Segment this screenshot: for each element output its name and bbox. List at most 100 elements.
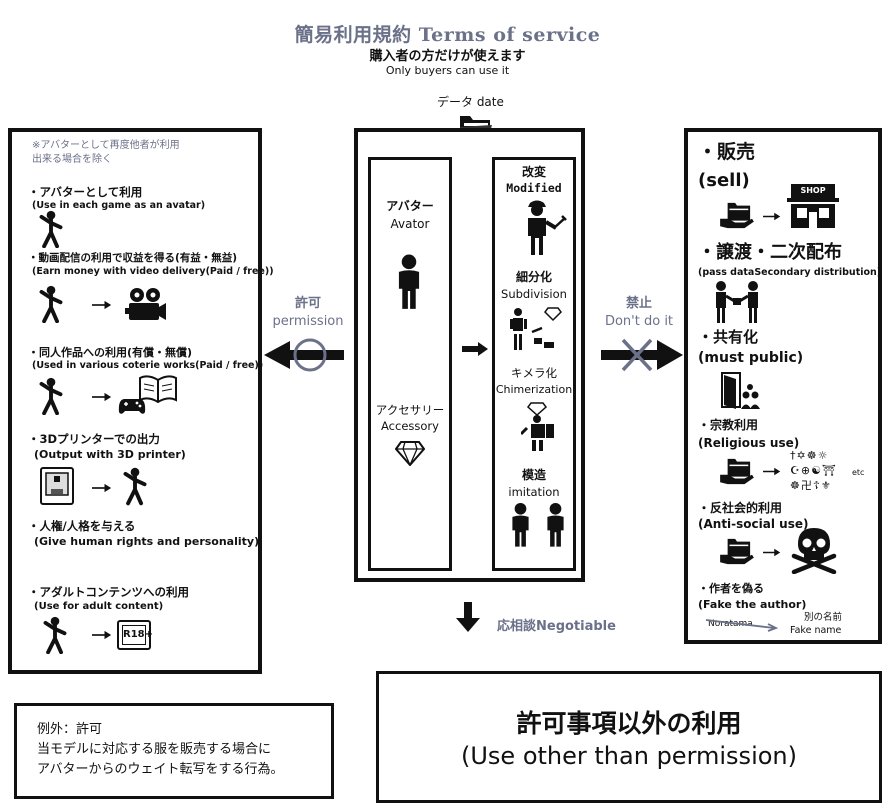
door-people-icon: [720, 371, 760, 411]
arrow-right-icon: [92, 630, 112, 640]
parts-icon: [508, 306, 568, 356]
dancer-icon: [42, 616, 68, 654]
transfer-title: ・譲渡・二次配布: [698, 242, 842, 263]
item-coterie: ・同人作品への利用(有償・無償): [28, 346, 193, 359]
permission-label-jp: 許可: [294, 296, 321, 311]
prohibit-arrow-icon: [601, 336, 683, 374]
skull-icon: [790, 526, 838, 574]
dancer-icon: [38, 210, 64, 248]
item-adult-en: (Use for adult content): [34, 601, 164, 612]
fake-author-title-en: (Fake the author): [698, 598, 807, 611]
avatar-column: [368, 157, 452, 571]
share-title: ・共有化: [698, 328, 759, 346]
fake-name-en: Fake name: [790, 625, 842, 636]
book-icon: [138, 372, 178, 406]
accessory-label-jp: アクセサリー: [375, 403, 445, 417]
subtitle-en: Only buyers can use it: [385, 64, 510, 77]
page-title: 簡易利用規約 Terms of service: [294, 24, 601, 46]
note-line-1: ※アバターとして再度他者が利用: [32, 140, 180, 151]
item-3d-printer: ・3Dプリンターでの出力: [28, 432, 160, 446]
item-avatar-use-en: (Use in each game as an avatar): [32, 200, 206, 211]
exception-box: 例外：許可 当モデルに対応する服を販売する場合に アバターからのウェイト転写をす…: [14, 703, 334, 799]
dancer-icon: [38, 285, 64, 323]
sell-title: ・販売: [698, 141, 756, 163]
arrow-right-icon: [92, 300, 112, 310]
prohibit-label-en: Don't do it: [604, 314, 674, 329]
accessory-label-en: Accessory: [381, 419, 439, 433]
permission-label-en: permission: [272, 314, 344, 329]
avatar-label-en: Avator: [390, 217, 430, 231]
other-use-en: (Use other than permission): [461, 742, 797, 770]
gamepad-icon: [118, 396, 146, 416]
transfer-title-en: (pass dataSecondary distribution): [698, 267, 882, 278]
r18-label: R18+: [122, 625, 153, 645]
item-adult: ・アダルトコンテンツへの利用: [28, 585, 189, 599]
religious-symbols-icon: †✡☸☼☪⊕☯⛩☸卍☦⚜: [790, 449, 837, 492]
item-video-delivery: ・動画配信の利用で収益を得る(有益・無益): [28, 252, 238, 264]
arrow-right-icon: [92, 392, 112, 402]
arrow-right-icon: [763, 212, 781, 221]
chimera-label-en: Chimerization: [495, 383, 573, 396]
note-line-2: 出来る場合を除く: [32, 154, 112, 165]
modified-label-en: Modified: [506, 181, 562, 195]
avatar-label-jp: アバター: [386, 199, 434, 213]
item-human-rights: ・人権/人格を与える: [28, 519, 136, 533]
shop-label: SHOP: [800, 186, 826, 195]
down-arrow-icon: [456, 602, 480, 632]
person-icon: [507, 502, 534, 548]
item-avatar-use: ・アバターとして利用: [28, 185, 143, 199]
panel-note: ※アバターとして再度他者が利用 出来る場合を除く: [32, 139, 180, 167]
arrow-right-icon: [763, 467, 781, 476]
subdivision-label-en: Subdivision: [501, 287, 567, 301]
handover-icon: [714, 280, 760, 324]
negotiable-label: 応相談Negotiable: [497, 619, 616, 634]
imitation-label-jp: 模造: [521, 468, 546, 482]
sell-title-en: (sell): [698, 170, 750, 191]
share-title-en: (must public): [698, 350, 804, 366]
prohibited-panel: [684, 128, 882, 644]
permission-arrow-icon: [264, 338, 348, 372]
item-video-delivery-en: (Earn money with video delivery(Paid / f…: [32, 266, 274, 277]
religious-title-en: (Religious use): [698, 436, 800, 450]
video-camera-icon: [125, 286, 167, 324]
arrow-right-icon: [763, 548, 781, 557]
antisocial-title: ・反社会的利用: [698, 501, 783, 515]
fake-author-title: ・作者を偽る: [698, 582, 764, 595]
r18-badge: R18+: [117, 620, 153, 650]
imitation-label-en: imitation: [508, 485, 560, 499]
religious-etc: etc: [852, 468, 865, 477]
hand-folder-icon: [718, 456, 756, 486]
exception-line-2: 当モデルに対応する服を販売する場合に: [37, 742, 272, 757]
item-coterie-en: (Used in various coterie works(Paid / fr…: [32, 360, 264, 371]
chimera-label-jp: キメラ化: [511, 366, 557, 380]
other-use-box: 許可事項以外の利用 (Use other than permission): [376, 671, 882, 803]
data-label: データ date: [437, 95, 504, 109]
prohibit-label-jp: 禁止: [625, 296, 652, 311]
3d-printer-icon: [40, 467, 74, 505]
item-human-rights-en: (Give human rights and personality): [34, 535, 260, 548]
original-name-struck: Noratama: [708, 619, 753, 629]
strike-line-icon: [704, 616, 788, 632]
shop-icon: SHOP: [785, 180, 841, 230]
diamond-icon: [395, 440, 425, 466]
arrow-right-icon: [92, 483, 112, 493]
person-icon: [542, 502, 569, 548]
item-3d-printer-en: (Output with 3D printer): [34, 448, 186, 461]
worker-icon: [518, 198, 568, 256]
dancer-icon: [38, 377, 64, 415]
fake-name-jp: 別の名前: [804, 612, 843, 623]
subtitle-jp: 購入者の方だけが使えます: [369, 49, 526, 64]
dancer-icon: [122, 466, 148, 506]
center-arrow-icon: [462, 342, 488, 356]
antisocial-title-en: (Anti-social use): [698, 517, 809, 531]
chimera-icon: [521, 402, 557, 452]
exception-line-1: 例外：許可: [37, 722, 103, 737]
religious-title: ・宗教利用: [698, 418, 759, 432]
hand-folder-icon: [718, 536, 756, 566]
exception-line-3: アバターからのウェイト転写をする行為。: [37, 762, 284, 777]
subdivision-label-jp: 細分化: [515, 270, 552, 284]
hand-folder-icon: [718, 200, 756, 230]
modified-label-jp: 改変: [521, 165, 546, 179]
person-icon: [389, 254, 429, 310]
other-use-jp: 許可事項以外の利用: [516, 709, 742, 738]
